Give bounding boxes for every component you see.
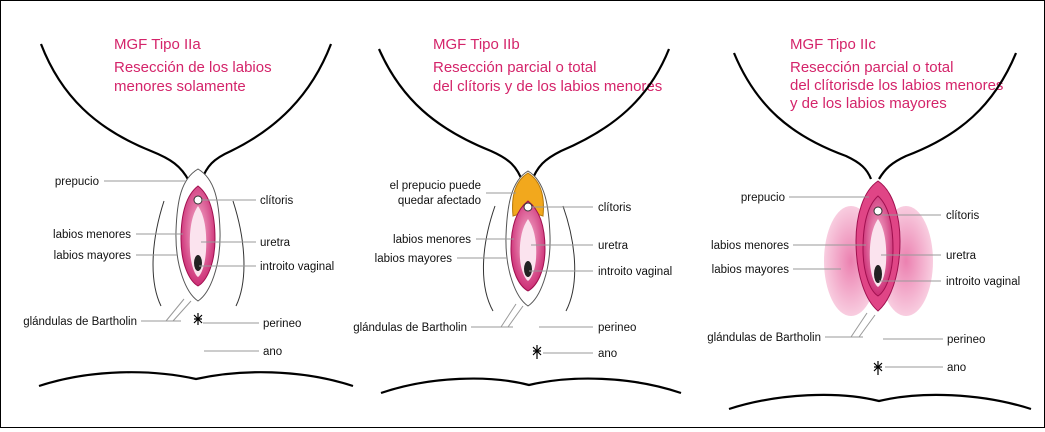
label-prepucio: prepucio [55, 176, 99, 188]
leader-line [859, 315, 875, 337]
label-perineo: perineo [598, 322, 636, 334]
panel-subtitle-line: del clítorisde los labios menores [790, 77, 1003, 94]
vaginal-opening [524, 261, 532, 277]
buttocks-outline [729, 395, 1031, 409]
label-uretra: uretra [598, 240, 629, 252]
leader-line [166, 299, 184, 321]
panel-subtitle-line: del clítoris y de los labios menores [433, 78, 662, 95]
buttocks-outline [381, 379, 681, 393]
panel-tipo-iib: MGF Tipo IIb Resección parcial o total d… [353, 36, 681, 393]
panel-title: MGF Tipo IIc [790, 36, 876, 53]
anus-shape [533, 345, 541, 359]
label-uretra: uretra [260, 237, 291, 249]
panel-subtitle-line: Resección parcial o total [790, 59, 953, 76]
panel-subtitle-line: Resección de los labios [114, 59, 272, 76]
panel-subtitle-line: Resección parcial o total [433, 59, 596, 76]
clitoris-shape [194, 196, 202, 204]
label-glandulas-bartholin: glándulas de Bartholin [23, 316, 137, 328]
body-outline [563, 206, 575, 311]
label-labios-menores: labios menores [711, 240, 789, 252]
label-introito-vaginal: introito vaginal [598, 266, 672, 278]
leader-line [501, 304, 516, 327]
panel-title: MGF Tipo IIb [433, 36, 520, 53]
body-outline [233, 201, 244, 306]
anus-shape [194, 313, 202, 325]
label-ano: ano [598, 348, 617, 360]
label-perineo: perineo [263, 318, 301, 330]
label-introito-vaginal: introito vaginal [260, 261, 334, 273]
label-labios-menores: labios menores [53, 229, 131, 241]
panel-subtitle-line: y de los labios mayores [790, 95, 947, 112]
label-clitoris: clítoris [946, 210, 979, 222]
vaginal-opening [874, 265, 882, 283]
label-labios-menores: labios menores [393, 234, 471, 246]
label-prepucio-afectado: quedar afectado [398, 195, 481, 207]
vaginal-opening [194, 255, 202, 271]
label-ano: ano [263, 346, 282, 358]
label-glandulas-bartholin: glándulas de Bartholin [707, 332, 821, 344]
clitoris-shape [874, 207, 882, 215]
panel-tipo-iia: MGF Tipo IIa Resección de los labios men… [23, 36, 353, 386]
buttocks-outline [39, 372, 353, 386]
label-clitoris: clítoris [260, 195, 293, 207]
leader-line [851, 313, 867, 337]
body-outline [153, 201, 164, 306]
label-introito-vaginal: introito vaginal [946, 276, 1020, 288]
label-ano: ano [947, 362, 966, 374]
panel-subtitle-line: menores solamente [114, 78, 246, 95]
label-uretra: uretra [946, 250, 977, 262]
leader-line [508, 306, 523, 327]
label-glandulas-bartholin: glándulas de Bartholin [353, 322, 467, 334]
panel-tipo-iic: MGF Tipo IIc Resección parcial o total d… [707, 36, 1031, 409]
label-labios-mayores: labios mayores [54, 250, 132, 262]
leader-line [173, 301, 191, 321]
label-prepucio-afectado: el prepucio puede [390, 180, 481, 192]
clitoris-shape [524, 203, 532, 211]
label-prepucio: prepucio [741, 192, 785, 204]
anus-shape [874, 361, 882, 375]
label-perineo: perineo [947, 334, 985, 346]
label-clitoris: clítoris [598, 202, 631, 214]
label-labios-mayores: labios mayores [712, 264, 790, 276]
label-labios-mayores: labios mayores [375, 253, 453, 265]
panel-title: MGF Tipo IIa [114, 36, 201, 53]
